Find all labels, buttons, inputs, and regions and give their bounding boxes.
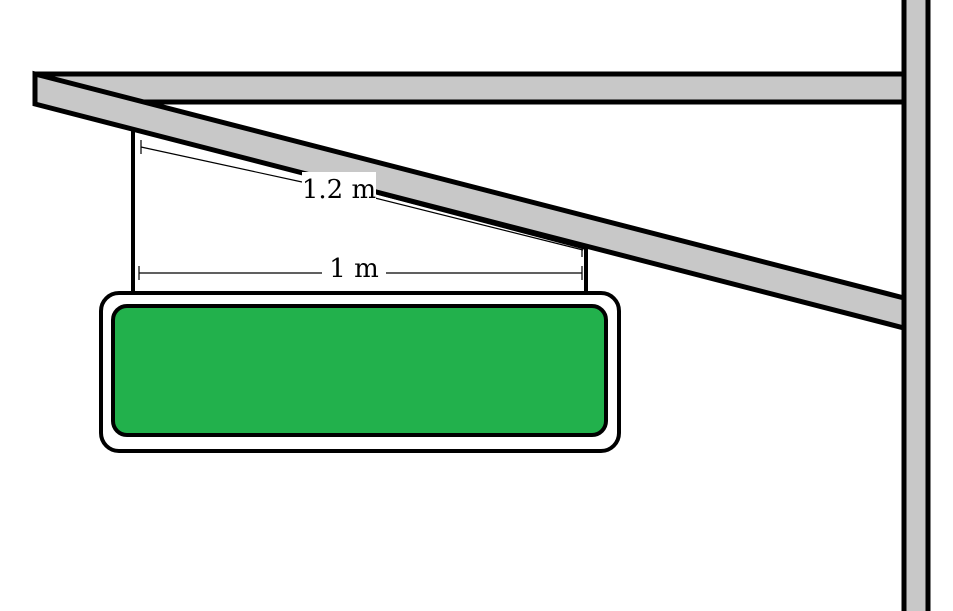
horizontal-dimension: 1 m [138, 254, 583, 284]
horizontal-dimension-label: 1 m [329, 254, 378, 284]
sign-face [111, 304, 608, 437]
diagonal-dimension: 1.2 m [140, 140, 584, 257]
vertical-pole [901, 0, 931, 611]
horizontal-beam [32, 71, 907, 105]
diagonal-dimension-label: 1.2 m [302, 175, 376, 205]
diagonal-dimension-label-bg [302, 172, 376, 204]
diagonal-dimension-line-left [140, 146, 303, 183]
diagonal-brace [32, 70, 907, 332]
diagonal-dimension-line-right [374, 197, 584, 251]
